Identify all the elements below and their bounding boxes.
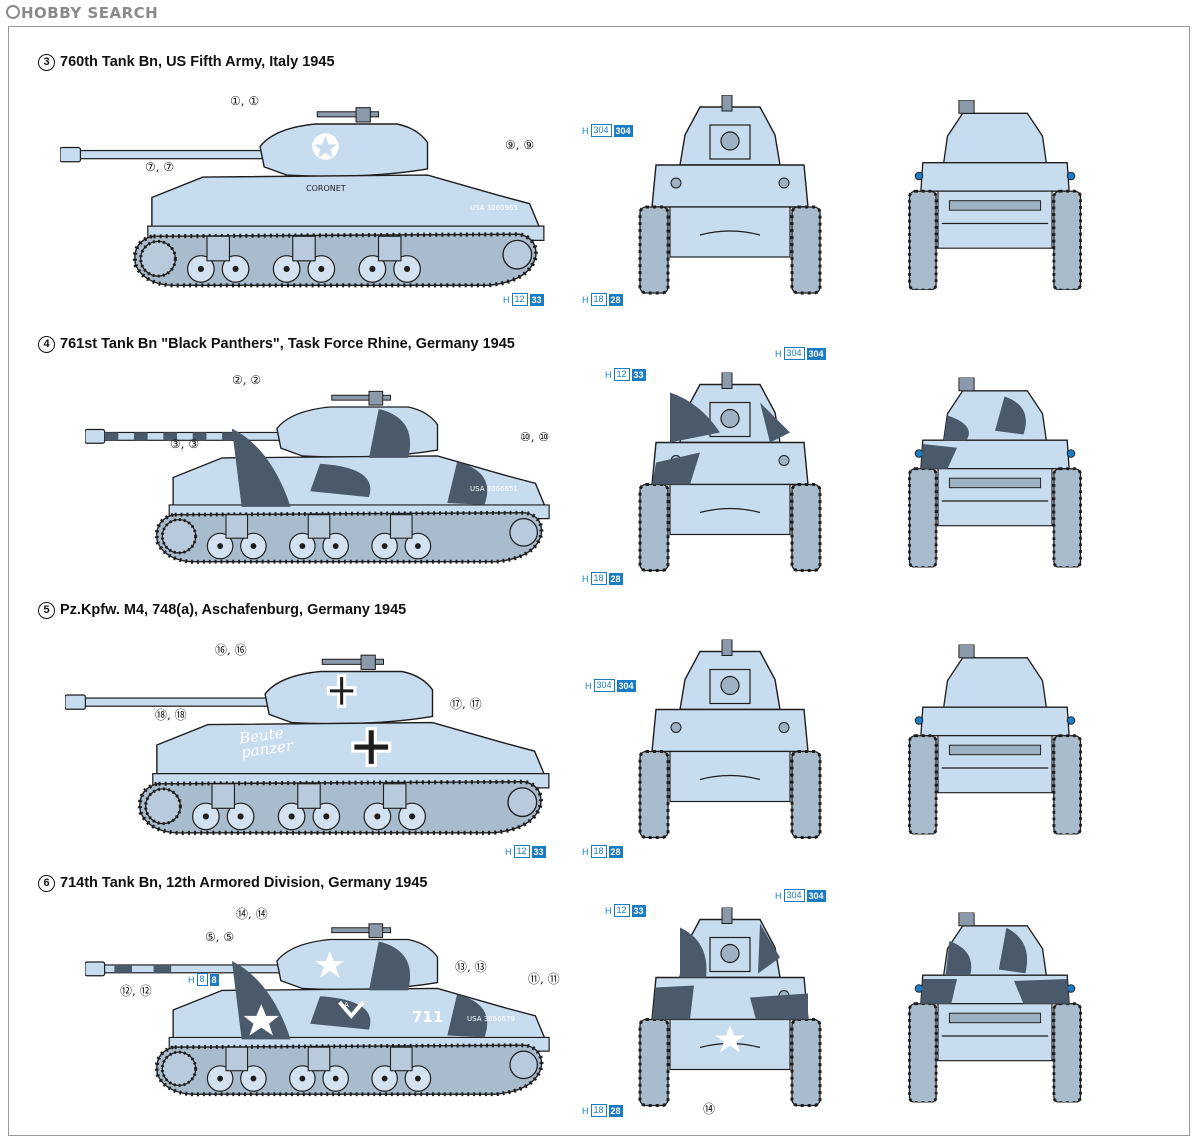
decal-callout: ③, ③: [170, 437, 200, 451]
decal-callout: ②, ②: [232, 373, 262, 387]
decal-callout: ⑪, ⑪: [528, 972, 560, 986]
decal-callout: ⑩, ⑩: [520, 430, 550, 444]
front-view: [630, 365, 830, 580]
serial-decal: USA 3066651: [470, 485, 518, 493]
decal-callout: ⑫, ⑫: [120, 984, 152, 998]
vehicle-number-decal: 711: [412, 1008, 444, 1026]
decal-callout: ⑦, ⑦: [145, 160, 175, 174]
decal-callout: ⑬, ⑬: [455, 960, 487, 974]
side-view: [65, 645, 555, 845]
vehicle-name-decal: CORONET: [306, 184, 346, 193]
front-view: [630, 895, 830, 1120]
rear-view: [900, 632, 1090, 847]
front-view: [630, 632, 830, 847]
side-view: [60, 95, 550, 300]
decal-callout: ⑰, ⑰: [450, 697, 482, 711]
logo-ring-icon: [6, 5, 20, 19]
serial-decal: USA 3066679: [467, 1015, 515, 1023]
watermark: HOBBY SEARCH: [6, 4, 158, 22]
rear-view: [900, 90, 1090, 300]
serial-decal: USA 3060965: [470, 204, 518, 212]
decal-callout: ⑤, ⑤: [205, 930, 235, 944]
decal-callout: ⑯, ⑯: [215, 643, 247, 657]
decal-callout: ⑱, ⑱: [155, 708, 187, 722]
side-view: [85, 375, 555, 580]
side-view: [85, 905, 555, 1115]
page-frame: [8, 26, 1190, 1136]
decal-callout: ⑭, ⑭: [236, 907, 268, 921]
front-view: [630, 90, 830, 300]
decal-callout: ①, ①: [230, 94, 260, 108]
decal-callout: ⑭: [703, 1102, 716, 1116]
rear-view: [900, 365, 1090, 580]
decal-callout: ⑨, ⑨: [505, 138, 535, 152]
chevron-letter-decal: A: [344, 1001, 349, 1009]
rear-view: [900, 895, 1090, 1120]
